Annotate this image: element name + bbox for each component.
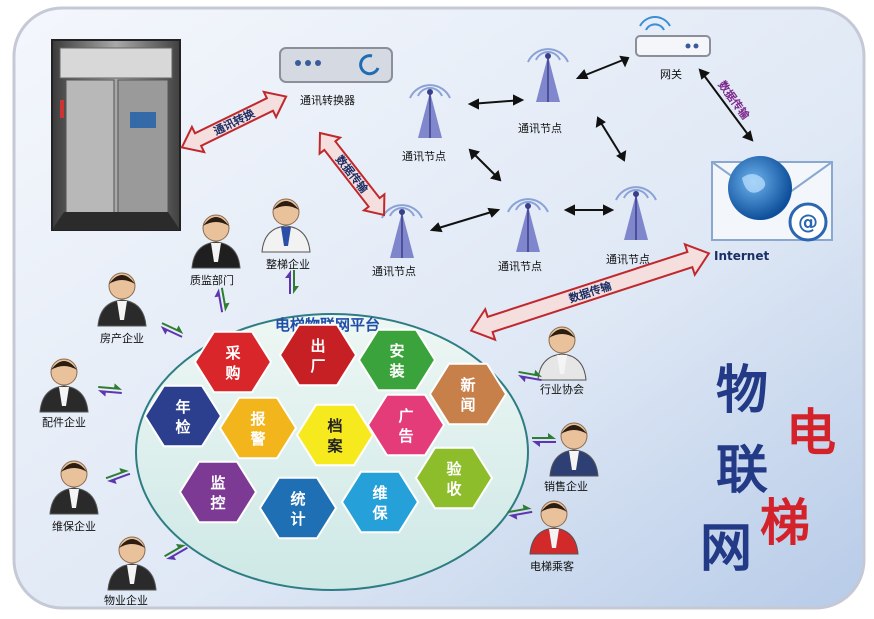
comm-node-tower-icon <box>507 198 549 252</box>
module-char: 检 <box>175 418 190 436</box>
module-char: 档 <box>327 417 342 435</box>
stakeholder-label-maintenance: 维保企业 <box>52 519 96 533</box>
person-icon <box>107 536 157 591</box>
platform-module-hex: 报警 <box>218 396 298 460</box>
mini-link-arrow <box>285 270 299 294</box>
module-char: 新 <box>460 376 475 394</box>
stakeholder-label-quality: 质监部门 <box>190 273 234 287</box>
mini-link-arrow <box>507 504 533 520</box>
internet-globe-icon: @ <box>711 156 833 242</box>
platform-module-hex: 新闻 <box>428 362 508 426</box>
comm-node-label-2: 通讯节点 <box>518 122 562 135</box>
person-icon <box>49 460 99 515</box>
module-char: 控 <box>210 494 225 512</box>
person-icon <box>549 422 599 477</box>
elevator-image <box>51 39 181 231</box>
brand-accent-1: 电 <box>786 404 836 462</box>
stakeholder-label-realestate: 房产企业 <box>100 331 144 345</box>
module-char: 监 <box>210 474 225 492</box>
mini-link-arrow <box>105 468 131 484</box>
platform-module-hex: 监控 <box>178 460 258 524</box>
module-char: 出 <box>310 337 325 355</box>
stakeholder-label-passenger: 电梯乘客 <box>530 559 574 573</box>
comm-node-tower-icon <box>381 204 423 258</box>
module-char: 装 <box>388 362 405 380</box>
module-char: 报 <box>250 410 265 428</box>
platform-module-hex: 维保 <box>340 470 420 534</box>
comm-node-tower-icon <box>615 186 657 240</box>
data-transfer-arrow-2-line <box>698 68 754 142</box>
person-icon <box>97 272 147 327</box>
module-char: 告 <box>398 427 413 445</box>
module-char: 采 <box>224 344 241 362</box>
module-char: 保 <box>371 504 388 522</box>
comm-node-tower-icon <box>527 48 569 102</box>
converter-label: 通讯转换器 <box>300 93 355 107</box>
stakeholder-label-property: 物业企业 <box>104 593 148 607</box>
stakeholder-label-manufacturer: 整梯企业 <box>266 257 310 271</box>
platform-modules: 采购出厂安装新闻年检报警档案广告验收监控统计维保 <box>143 323 508 540</box>
comm-node-label-5: 通讯节点 <box>606 253 650 266</box>
brand-char-2: 联 <box>716 441 768 501</box>
converter-device-icon <box>279 47 393 83</box>
module-char: 收 <box>446 480 461 498</box>
stakeholder-links <box>97 270 556 561</box>
platform-module-hex: 年检 <box>143 384 223 448</box>
person-icon <box>191 214 241 269</box>
platform-module-hex: 档案 <box>295 403 375 467</box>
platform-module-hex: 安装 <box>357 328 437 392</box>
platform-module-hex: 采购 <box>193 330 273 394</box>
platform-module-hex: 统计 <box>258 476 338 540</box>
comm-node-label-4: 通讯节点 <box>498 260 542 273</box>
module-char: 案 <box>326 437 343 455</box>
gateway-label: 网关 <box>660 67 682 81</box>
module-char: 警 <box>249 430 265 448</box>
comm-node-label-3: 通讯节点 <box>372 265 416 278</box>
person-icon <box>537 326 587 381</box>
person-icon <box>529 500 579 555</box>
svg-text:@: @ <box>798 210 818 234</box>
mini-link-arrow <box>164 543 188 561</box>
brand-calligraphy: 物 联 网 电 梯 <box>700 361 836 579</box>
comm-node-label-1: 通讯节点 <box>402 150 446 163</box>
platform-module-hex: 验收 <box>414 446 494 510</box>
person-icon <box>39 358 89 413</box>
brand-char-3: 网 <box>700 519 752 579</box>
module-char: 统 <box>290 490 305 508</box>
mini-link-arrow <box>214 287 230 313</box>
mini-link-arrow <box>97 383 123 397</box>
brand-accent-2: 梯 <box>760 494 810 552</box>
module-char: 年 <box>175 398 190 416</box>
node-links <box>429 55 630 233</box>
mini-link-arrow <box>518 369 542 383</box>
module-char: 广 <box>398 407 413 425</box>
module-char: 购 <box>225 364 240 382</box>
module-char: 安 <box>389 342 404 360</box>
comm-node-towers <box>381 48 657 258</box>
module-char: 计 <box>290 510 305 528</box>
platform-module-hex: 出厂 <box>278 323 358 387</box>
comm-node-tower-icon <box>409 84 451 138</box>
stakeholder-label-parts: 配件企业 <box>42 415 86 429</box>
module-char: 厂 <box>310 357 325 375</box>
module-char: 维 <box>372 484 387 502</box>
stakeholder-label-sales: 销售企业 <box>544 479 588 493</box>
stakeholders <box>39 198 599 591</box>
internet-label: Internet <box>714 249 769 263</box>
person-icon <box>261 198 311 253</box>
mini-link-arrow <box>532 433 556 447</box>
module-char: 验 <box>446 460 462 478</box>
gateway-router-icon <box>635 16 711 57</box>
mini-link-arrow <box>160 322 184 338</box>
brand-char-1: 物 <box>716 361 768 421</box>
module-char: 闻 <box>460 396 475 414</box>
stakeholder-label-association: 行业协会 <box>540 382 584 396</box>
platform-module-hex: 广告 <box>366 393 446 457</box>
